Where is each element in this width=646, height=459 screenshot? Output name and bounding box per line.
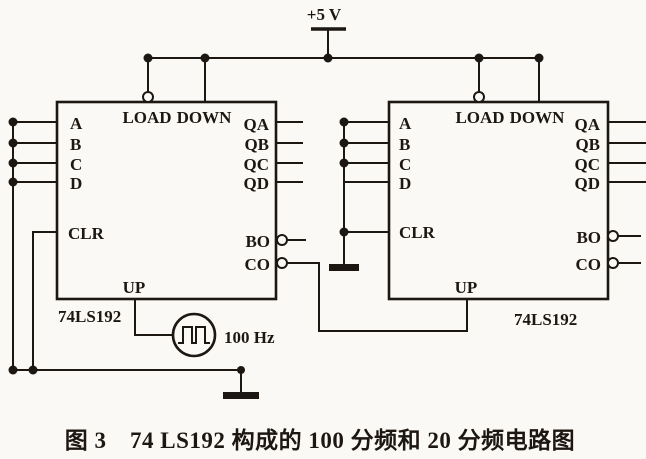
ground-run-wire: [13, 369, 242, 392]
right-co-label: CO: [576, 255, 602, 274]
left-output-stubs: [276, 121, 303, 183]
right-load-bubble-icon: [473, 91, 485, 103]
junction-dot: [8, 177, 18, 187]
left-input-bus: [8, 117, 18, 370]
right-c-label: C: [399, 155, 411, 174]
left-qb-label: QB: [244, 135, 269, 154]
figure-caption: 图 3 74 LS192 构成的 100 分频和 20 分频电路图: [65, 427, 575, 453]
left-load-bubble-icon: [142, 91, 154, 103]
left-chip: LOAD DOWN A B C D CLR QA QB QC QD BO: [13, 58, 306, 370]
right-up-label: UP: [455, 278, 478, 297]
left-bo-label: BO: [245, 232, 270, 251]
left-qd-label: QD: [244, 174, 270, 193]
left-clr-label: CLR: [68, 224, 105, 243]
ground-symbol-icon: [329, 264, 359, 271]
right-chip-body: [387, 100, 610, 301]
junction-dot: [339, 227, 349, 237]
left-qc-label: QC: [244, 155, 270, 174]
right-input-wires: [344, 121, 389, 183]
left-a-label: A: [70, 114, 83, 133]
junction-dot: [339, 138, 349, 148]
junction-dot: [323, 53, 333, 63]
left-input-wires: [13, 121, 57, 183]
right-output-stubs: [608, 121, 646, 183]
left-up-wire: [134, 299, 173, 336]
right-bo-bubble-icon: [607, 230, 619, 242]
left-d-label: D: [70, 174, 82, 193]
left-qa-label: QA: [244, 115, 270, 134]
left-c-label: C: [70, 155, 82, 174]
left-clr-wire: [32, 231, 57, 370]
junction-dot: [8, 365, 18, 375]
right-co-bubble-icon: [607, 257, 619, 269]
left-co-bubble-icon: [276, 257, 288, 269]
left-b-label: B: [70, 135, 81, 154]
right-down-label: DOWN: [510, 108, 566, 127]
right-qa-label: QA: [575, 115, 601, 134]
right-qd-label: QD: [575, 174, 601, 193]
clock-source-circle: [171, 312, 217, 358]
right-qc-label: QC: [575, 155, 601, 174]
left-chip-body: [55, 100, 278, 301]
right-input-bus: [329, 117, 359, 271]
right-d-label: D: [399, 174, 411, 193]
bottom-ground: [8, 365, 259, 399]
right-a-label: A: [399, 114, 412, 133]
right-bo-label: BO: [576, 228, 601, 247]
junction-dot: [237, 366, 245, 374]
vcc-rail: [143, 53, 544, 63]
right-chip-part-label: 74LS192: [514, 310, 577, 329]
left-up-label: UP: [123, 278, 146, 297]
vcc-supply: +5 V: [307, 5, 346, 58]
square-wave-icon: [178, 326, 210, 344]
junction-dot: [8, 158, 18, 168]
junction-dot: [8, 138, 18, 148]
right-load-label: LOAD: [455, 108, 504, 127]
right-qb-label: QB: [575, 135, 600, 154]
co-to-up-cascade-wire: [287, 262, 468, 332]
clock-source: 100 Hz: [171, 312, 275, 358]
left-co-label: CO: [245, 255, 271, 274]
junction-dot: [339, 158, 349, 168]
right-b-label: B: [399, 135, 410, 154]
left-bo-bubble-icon: [276, 234, 288, 246]
left-load-label: LOAD: [122, 108, 171, 127]
ground-symbol-icon: [223, 392, 259, 399]
junction-dot: [339, 117, 349, 127]
left-chip-part-label: 74LS192: [58, 307, 121, 326]
vcc-label: +5 V: [307, 5, 342, 24]
right-clr-label: CLR: [399, 223, 436, 242]
junction-dot: [8, 117, 18, 127]
clock-frequency-label: 100 Hz: [224, 328, 275, 347]
left-down-label: DOWN: [177, 108, 233, 127]
junction-dot: [28, 365, 38, 375]
right-chip: LOAD DOWN A B C D CLR QA QB QC QD BO: [344, 58, 646, 329]
